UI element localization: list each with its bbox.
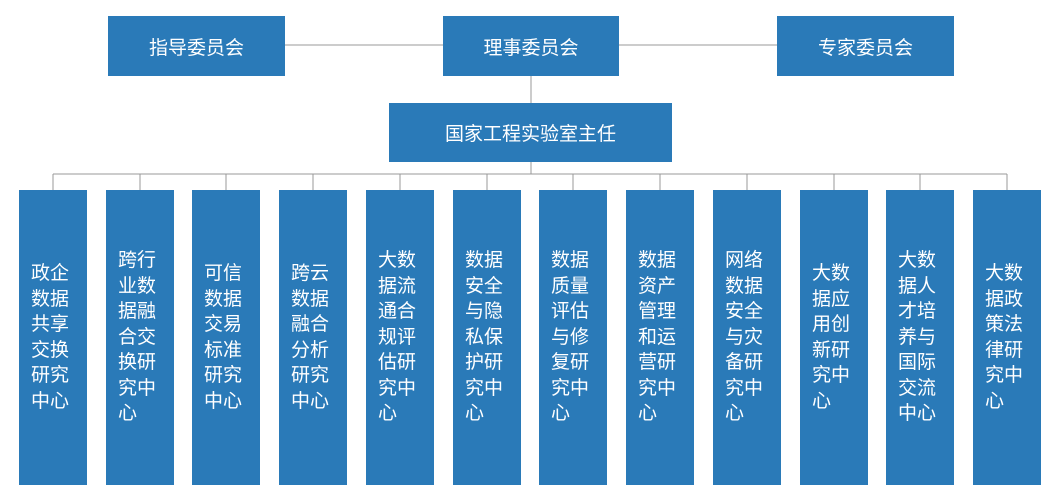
center-label: 大数据政策法律研究中心 (985, 262, 1024, 412)
center-label: 数据安全与隐私保护研究中心 (465, 249, 504, 425)
council-committee-box: 理事委员会 (443, 16, 619, 76)
expert-committee-label: 专家委员会 (817, 36, 913, 59)
center-label: 政企数据共享交换研究中心 (31, 262, 70, 412)
center-box: 政企数据共享交换研究中心 (19, 190, 87, 485)
center-box: 大数据流通合规评估研究中心 (366, 190, 434, 485)
center-label: 网络数据安全与灾备研究中心 (725, 249, 764, 425)
center-label: 大数据流通合规评估研究中心 (378, 249, 417, 425)
council-committee-label: 理事委员会 (483, 36, 579, 59)
center-box: 大数据人才培养与国际交流中心 (886, 190, 954, 485)
center-box: 大数据应用创新研究中心 (800, 190, 868, 485)
center-label: 大数据人才培养与国际交流中心 (898, 249, 937, 425)
center-label: 可信数据交易标准研究中心 (204, 262, 243, 412)
director-label: 国家工程实验室主任 (444, 123, 616, 145)
center-box: 可信数据交易标准研究中心 (192, 190, 260, 485)
center-box: 数据安全与隐私保护研究中心 (453, 190, 521, 485)
center-box: 网络数据安全与灾备研究中心 (713, 190, 781, 485)
center-label: 数据资产管理和运营研究中心 (638, 249, 677, 425)
center-box: 数据质量评估与修复研究中心 (539, 190, 607, 485)
director-box: 国家工程实验室主任 (389, 103, 672, 162)
center-label: 跨行业数据融合交换研究中心 (118, 249, 157, 425)
center-box: 大数据政策法律研究中心 (973, 190, 1041, 485)
expert-committee-box: 专家委员会 (777, 16, 954, 76)
guidance-committee-label: 指导委员会 (148, 36, 244, 59)
center-box: 跨云数据融合分析研究中心 (279, 190, 347, 485)
center-label: 大数据应用创新研究中心 (812, 262, 851, 412)
center-box: 数据资产管理和运营研究中心 (626, 190, 694, 485)
center-label: 跨云数据融合分析研究中心 (291, 262, 330, 412)
center-label: 数据质量评估与修复研究中心 (551, 249, 590, 425)
guidance-committee-box: 指导委员会 (108, 16, 285, 76)
center-box: 跨行业数据融合交换研究中心 (106, 190, 174, 485)
connector-drops (52, 174, 1008, 190)
